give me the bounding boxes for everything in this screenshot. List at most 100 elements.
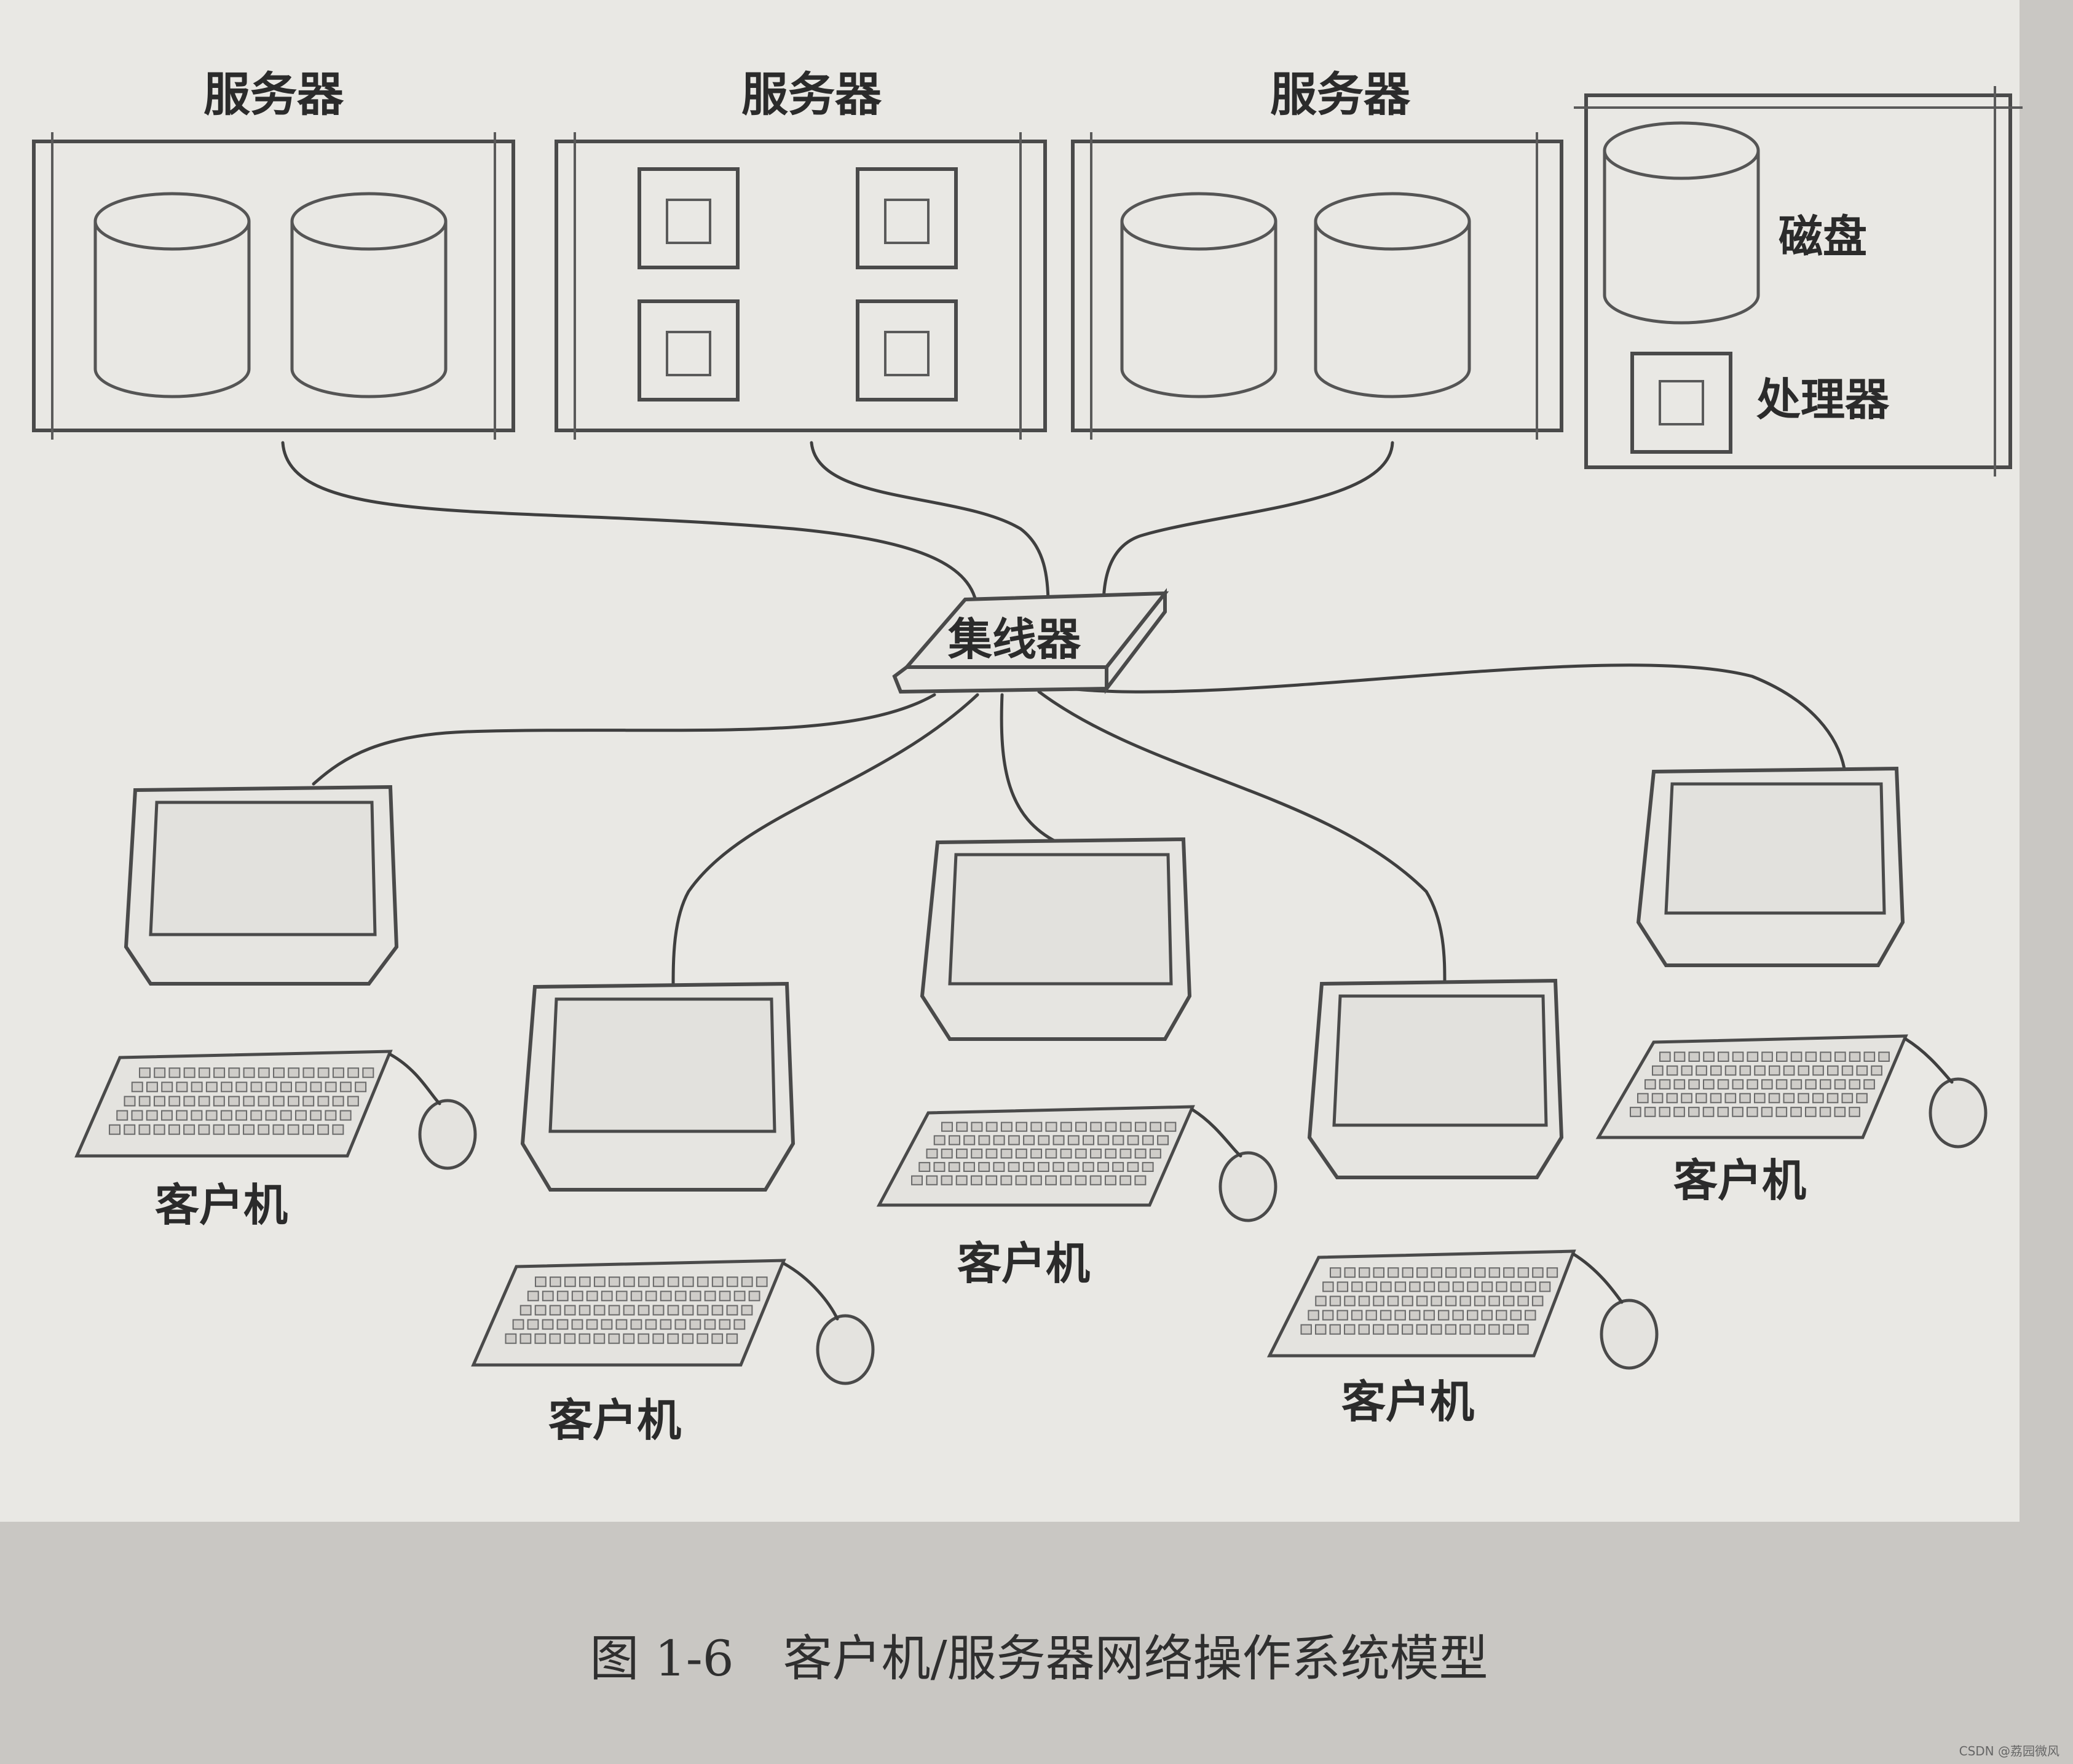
- keyboard-key: [1083, 1135, 1094, 1145]
- keyboard-key: [674, 1291, 687, 1302]
- keyboard-key: [1394, 1310, 1406, 1321]
- keyboard-key: [1798, 1093, 1809, 1104]
- keyboard-key: [1790, 1079, 1803, 1090]
- figure-caption: 图 1-6 客户机/服务器网络操作系统模型: [590, 1630, 1488, 1687]
- keyboard-key: [1300, 1324, 1312, 1335]
- keyboard-key: [1016, 1121, 1028, 1132]
- keyboard-key: [1856, 1093, 1868, 1104]
- keyboard-key: [1747, 1079, 1758, 1090]
- keyboard-key: [697, 1305, 709, 1316]
- keyboard-key: [1776, 1051, 1788, 1062]
- keyboard-key: [265, 1082, 277, 1093]
- keyboard-key: [564, 1276, 576, 1287]
- keyboard-key: [1388, 1267, 1399, 1278]
- keyboard-key: [1015, 1149, 1027, 1159]
- keyboard-key: [288, 1067, 300, 1078]
- keyboard-key: [227, 1124, 240, 1135]
- hub-label: 集线器: [947, 614, 1081, 665]
- keyboard-key: [1517, 1324, 1529, 1335]
- keyboard-key: [1769, 1065, 1780, 1076]
- client-2: 客户机: [471, 981, 875, 1446]
- keyboard-key: [1717, 1107, 1729, 1117]
- keyboard-key: [1030, 1175, 1042, 1185]
- keyboard-key: [176, 1082, 188, 1093]
- keyboard-key: [1659, 1107, 1671, 1117]
- keyboard-key: [726, 1276, 738, 1287]
- keyboard-key: [265, 1110, 277, 1121]
- keyboard-key: [1673, 1079, 1686, 1090]
- keyboard-key: [116, 1110, 128, 1121]
- keyboard-key: [1351, 1310, 1363, 1321]
- keyboard-keys: [1630, 1051, 1890, 1117]
- keyboard-key: [697, 1276, 709, 1287]
- keyboard-key: [955, 1175, 968, 1185]
- server-2-label: 服务器: [741, 67, 882, 122]
- keyboard-key: [1314, 1324, 1327, 1335]
- keyboard-key: [1045, 1121, 1057, 1132]
- keyboard-key: [667, 1305, 679, 1316]
- keyboard-key: [519, 1333, 532, 1344]
- keyboard-key: [146, 1110, 158, 1121]
- mouse-icon: [1929, 1077, 1988, 1149]
- keyboard-key: [1878, 1051, 1890, 1062]
- keyboard-key: [272, 1124, 285, 1135]
- keyboard-key: [1045, 1175, 1057, 1185]
- keyboard-key: [711, 1333, 724, 1344]
- keyboard-key: [535, 1276, 547, 1287]
- keyboard-key: [213, 1096, 225, 1107]
- hub: 集线器: [892, 588, 1169, 694]
- keyboard-keys: [505, 1276, 768, 1344]
- keyboard-key: [926, 1149, 938, 1159]
- keyboard-key: [1849, 1079, 1861, 1090]
- keyboard-key: [221, 1082, 233, 1093]
- keyboard-key: [993, 1135, 1005, 1145]
- keyboard-key: [630, 1291, 642, 1302]
- keyboard-key: [697, 1333, 709, 1344]
- keyboard-key: [1045, 1149, 1057, 1159]
- keyboard-key: [1820, 1051, 1831, 1062]
- client-3-label: 客户机: [957, 1238, 1090, 1289]
- keyboard-key: [608, 1276, 620, 1287]
- keyboard-key: [1747, 1051, 1759, 1062]
- keyboard-key: [948, 1161, 960, 1173]
- keyboard-key: [258, 1124, 270, 1135]
- keyboard-key: [985, 1149, 998, 1159]
- keyboard-key: [1863, 1051, 1876, 1062]
- keyboard-key: [1337, 1310, 1348, 1321]
- hub-side: [1105, 588, 1167, 694]
- keyboard-key: [1790, 1051, 1803, 1062]
- keyboard-key: [682, 1305, 694, 1316]
- keyboard-key: [1517, 1267, 1530, 1278]
- keyboard-key: [748, 1291, 760, 1302]
- keyboard-key: [667, 1333, 679, 1344]
- keyboard-key: [302, 1067, 315, 1078]
- keyboard-key: [1637, 1093, 1649, 1104]
- keyboard-key: [1820, 1079, 1831, 1090]
- keyboard-key: [1681, 1093, 1692, 1104]
- keyboard-key: [719, 1319, 731, 1330]
- keyboard-key: [1754, 1065, 1766, 1076]
- keyboard-key: [1023, 1135, 1035, 1145]
- keyboard-key: [1105, 1121, 1117, 1132]
- keyboard-key: [1805, 1107, 1817, 1117]
- server-3-frame: [1071, 140, 1563, 432]
- client-3: 客户机: [876, 837, 1277, 1289]
- keyboard-key: [1812, 1065, 1824, 1076]
- keyboard-key: [1082, 1161, 1094, 1173]
- disk-icon: [1603, 121, 1760, 325]
- keyboard-key: [1358, 1324, 1370, 1335]
- keyboard-key: [310, 1110, 322, 1121]
- watermark: CSDN @荔园微风: [1959, 1744, 2059, 1758]
- keyboard-key: [213, 1067, 226, 1078]
- keyboard-key: [198, 1096, 210, 1107]
- keyboard-key: [726, 1333, 738, 1344]
- keyboard-key: [578, 1276, 591, 1287]
- keyboard-key: [1308, 1310, 1319, 1321]
- cables: [281, 441, 1846, 992]
- keyboard-key: [1724, 1065, 1737, 1076]
- keyboard-key: [325, 1110, 337, 1121]
- disk-icon: [93, 192, 251, 398]
- keyboard-key: [1688, 1051, 1700, 1062]
- keyboard-key: [1000, 1175, 1013, 1185]
- keyboard-key: [623, 1333, 635, 1344]
